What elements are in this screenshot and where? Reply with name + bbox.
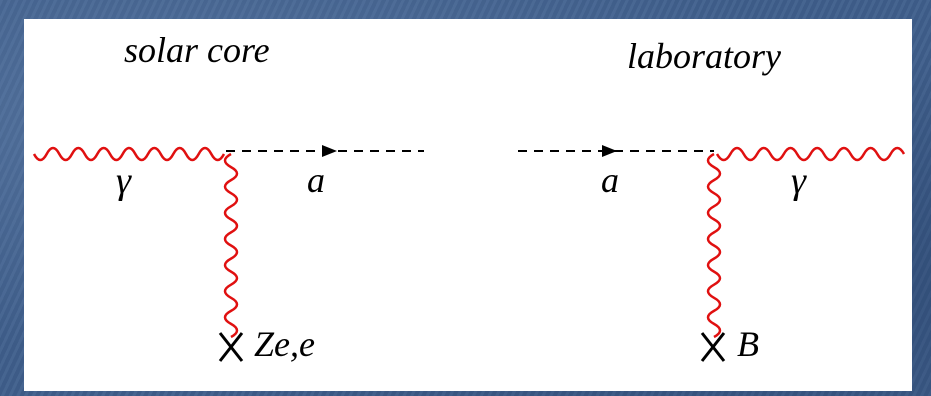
left-axion-arrow: [322, 145, 337, 157]
left-diagram-title: solar core: [124, 30, 270, 70]
left-source-label: Ze,e: [254, 324, 315, 364]
left-cross-mark: [218, 332, 244, 362]
right-photon-vertical: [706, 152, 722, 339]
left-photon-vertical: [223, 152, 239, 339]
left-photon-horizontal: [32, 146, 226, 162]
right-source-label: B: [737, 324, 759, 364]
left-axion-label: a: [307, 160, 325, 200]
right-cross-mark: [700, 332, 726, 362]
diagram-panel: solar core γ a Ze,e laboratory a γ B: [24, 19, 912, 391]
feynman-diagrams-svg: [32, 145, 906, 362]
right-axion-label: a: [601, 160, 619, 200]
right-diagram-title: laboratory: [627, 36, 782, 76]
right-axion-arrow: [602, 145, 617, 157]
right-photon-label: γ: [791, 160, 806, 202]
right-photon-horizontal: [715, 146, 906, 162]
left-photon-label: γ: [116, 160, 131, 202]
